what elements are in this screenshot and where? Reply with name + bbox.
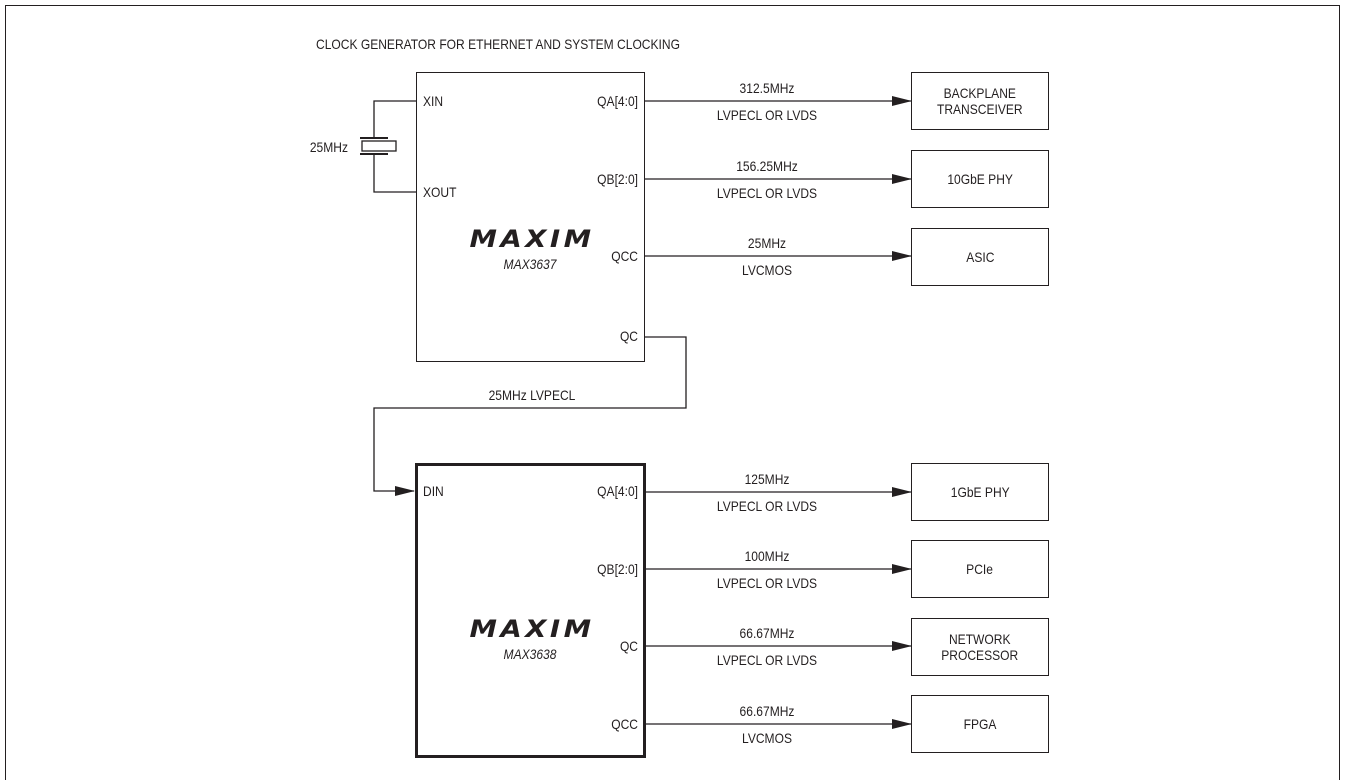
pin-qb-chip1: QB[2:0] — [597, 171, 638, 187]
crystal-wire-bottom — [373, 154, 417, 193]
dest-asic: ASIC — [911, 228, 1049, 286]
standard-label: LVPECL OR LVDS — [716, 185, 818, 201]
dest-fpga: FPGA — [911, 695, 1049, 753]
freq-label: 312.5MHz — [739, 80, 795, 96]
pin-qb-chip2: QB[2:0] — [597, 561, 638, 577]
pin-qa-chip2: QA[4:0] — [597, 483, 638, 499]
standard-label: LVPECL OR LVDS — [716, 652, 818, 668]
standard-label: LVCMOS — [742, 730, 792, 746]
freq-label: 25MHz — [747, 235, 787, 251]
diagram-frame — [5, 5, 1340, 780]
pin-qcc-chip2: QCC — [611, 716, 638, 732]
pin-xout: XOUT — [423, 184, 457, 200]
crystal-wire-top — [373, 100, 417, 138]
standard-label: LVPECL OR LVDS — [716, 575, 818, 591]
standard-label: LVCMOS — [742, 262, 792, 278]
standard-label: LVPECL OR LVDS — [716, 498, 818, 514]
pin-qc-chip2: QC — [619, 638, 638, 654]
part-number-chip1: MAX3637 — [503, 256, 557, 272]
chip-max3637 — [416, 72, 645, 362]
pin-qa-chip1: QA[4:0] — [597, 93, 638, 109]
freq-label: 156.25MHz — [736, 158, 798, 174]
chip-max3638 — [415, 463, 646, 758]
crystal-body — [361, 140, 397, 152]
standard-label: LVPECL OR LVDS — [716, 107, 818, 123]
freq-label: 66.67MHz — [739, 625, 795, 641]
dest-10gbe-phy: 10GbE PHY — [911, 150, 1049, 208]
dest-backplane-transceiver: BACKPLANE TRANSCEIVER — [911, 72, 1049, 130]
dest-pcie: PCIe — [911, 540, 1049, 598]
pin-qcc-chip1: QCC — [611, 248, 638, 264]
dest-1gbe-phy: 1GbE PHY — [911, 463, 1049, 521]
dest-network-processor: NETWORK PROCESSOR — [911, 618, 1049, 676]
pin-din: DIN — [423, 483, 444, 499]
link-label: 25MHz LVPECL — [488, 387, 576, 403]
pin-qc-chip1: QC — [619, 328, 638, 344]
wire-link — [373, 336, 687, 496]
part-number-chip2: MAX3638 — [503, 646, 557, 662]
freq-label: 100MHz — [744, 548, 790, 564]
freq-label: 66.67MHz — [739, 703, 795, 719]
diagram-title: CLOCK GENERATOR FOR ETHERNET AND SYSTEM … — [316, 36, 680, 52]
maxim-logo: MAXIM — [469, 615, 595, 643]
freq-label: 125MHz — [744, 471, 790, 487]
pin-xin: XIN — [423, 93, 444, 109]
maxim-logo: MAXIM — [469, 225, 595, 253]
crystal-label: 25MHz — [309, 139, 348, 155]
